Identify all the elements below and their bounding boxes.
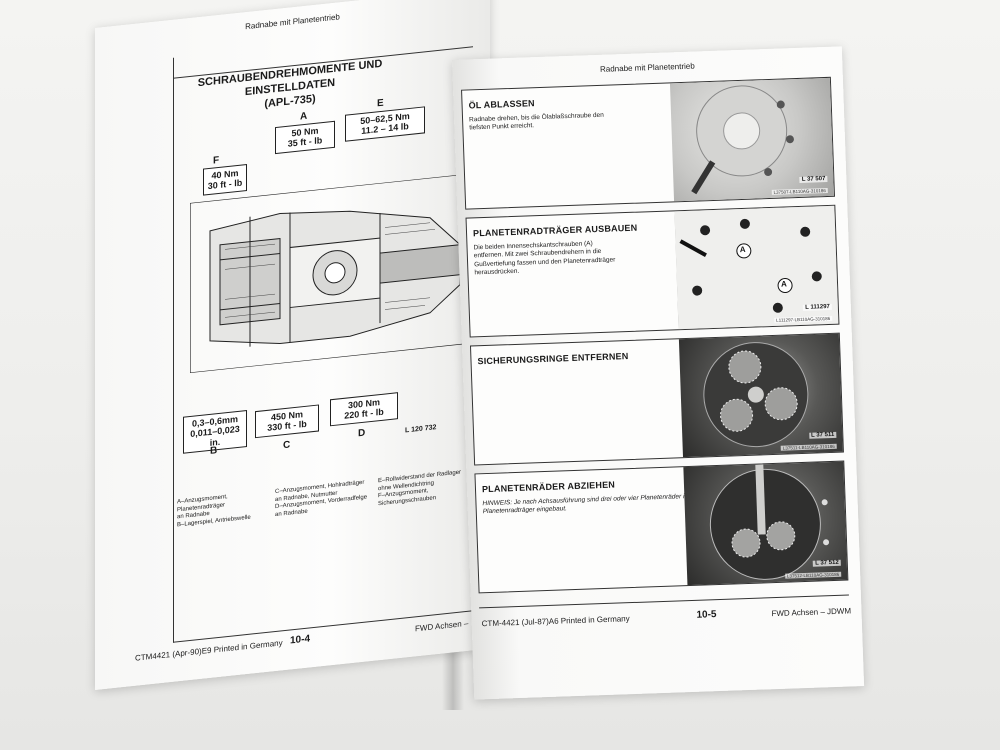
- figure-code: L 37 507: [799, 175, 828, 183]
- legend-column-2: C–Anzugsmoment, Hohlradträger an Radnabe…: [275, 479, 375, 520]
- right-page-footer-rule: [479, 594, 849, 609]
- figure-code: L 111297: [803, 303, 832, 311]
- section-body: HINWEIS: Je nach Achsausführung sind dre…: [482, 492, 690, 516]
- legend-column-1: A–Anzugsmoment, Planetenradträger an Rad…: [177, 489, 272, 529]
- right-page-footer-right: FWD Achsen – JDWM: [771, 606, 852, 619]
- left-page-margin-rule: [173, 57, 174, 643]
- section-title: PLANETENRADTRÄGER AUSBAUEN: [472, 222, 638, 239]
- right-page-footer-text: CTM-4421 (Jul-87)A6 Printed in Germany: [481, 614, 630, 629]
- figure-code: L 37 511: [808, 431, 837, 439]
- section-oel-ablassen: ÖL ABLASSEN Radnabe drehen, bis die Ölab…: [461, 76, 836, 210]
- marker-a: A: [780, 279, 787, 289]
- callout-letter-b: B: [210, 445, 218, 457]
- planetary-gears-illustration: [703, 342, 809, 448]
- callout-letter-f: F: [213, 154, 220, 167]
- section-title: PLANETENRÄDER ABZIEHEN: [481, 479, 616, 495]
- gear-puller-illustration: [709, 464, 830, 580]
- callout-c: 450 Nm 330 ft - lb: [255, 404, 319, 438]
- section-title: SICHERUNGSRINGE ENTFERNEN: [477, 351, 629, 367]
- planet-carrier-illustration: [674, 205, 839, 330]
- legend-column-3: E–Rollwiderstand der Radlager ohne Welle…: [378, 468, 478, 509]
- left-page-header: Radnabe mit Planetentrieb: [245, 12, 340, 32]
- right-page: Radnabe mit Planetentrieb ÖL ABLASSEN Ra…: [452, 46, 865, 700]
- right-page-header: Radnabe mit Planetentrieb: [599, 61, 695, 74]
- callout-letter-a: A: [300, 110, 308, 123]
- figure-code: L 37 512: [813, 559, 841, 567]
- section-planetenradtraeger-ausbauen: PLANETENRADTRÄGER AUSBAUEN Die beiden In…: [465, 204, 840, 338]
- photo-retaining-rings: L 37 511 L37511-LB110AG-310186: [678, 333, 843, 458]
- callout-letter-c: C: [283, 439, 291, 452]
- left-page: Radnabe mit Planetentrieb SCHRAUBENDREHM…: [95, 0, 490, 691]
- callout-letter-d: D: [358, 427, 366, 440]
- marker-a: A: [739, 244, 746, 255]
- callout-f: 40 Nm 30 ft - lb: [203, 164, 247, 196]
- hub-drain-plug-illustration: [691, 85, 794, 195]
- left-page-footer-right: FWD Achsen –: [415, 618, 469, 634]
- wheel-hub-cross-section-diagram: [190, 173, 470, 374]
- right-page-number: 10-5: [696, 609, 717, 621]
- callout-a: 50 Nm 35 ft - lb: [275, 120, 335, 154]
- section-body: Radnabe drehen, bis die Ölablaßschraube …: [468, 111, 604, 132]
- photo-planet-gears-pulling: L 37 512 L37512-LB110AG-310186: [683, 461, 848, 586]
- callout-d: 300 Nm 220 ft - lb: [330, 392, 398, 426]
- photo-planet-carrier: A A L 111297 L111297-LB110AG-310186: [674, 205, 839, 330]
- section-body: Die beiden Innensechskantschrauben (A) e…: [473, 240, 616, 277]
- photo-oil-drain: L 37 507 L37507-LB110AG-310186: [669, 77, 834, 202]
- callout-f-line-2: 30 ft - lb: [207, 177, 243, 192]
- section-sicherungsringe-entfernen: SICHERUNGSRINGE ENTFERNEN L 37 511 L3751…: [469, 332, 844, 466]
- callout-e: 50–62,5 Nm 11.2 – 14 lb: [345, 106, 425, 142]
- left-figure-ref: L 120 732: [405, 424, 437, 435]
- callout-letter-e: E: [377, 97, 384, 110]
- section-planetenraeder-abziehen: PLANETENRÄDER ABZIEHEN HINWEIS: Je nach …: [474, 460, 849, 594]
- left-page-footer-text: CTM4421 (Apr-90)E9 Printed in Germany: [135, 638, 283, 663]
- section-title: ÖL ABLASSEN: [468, 98, 535, 111]
- left-page-number: 10-4: [290, 633, 311, 647]
